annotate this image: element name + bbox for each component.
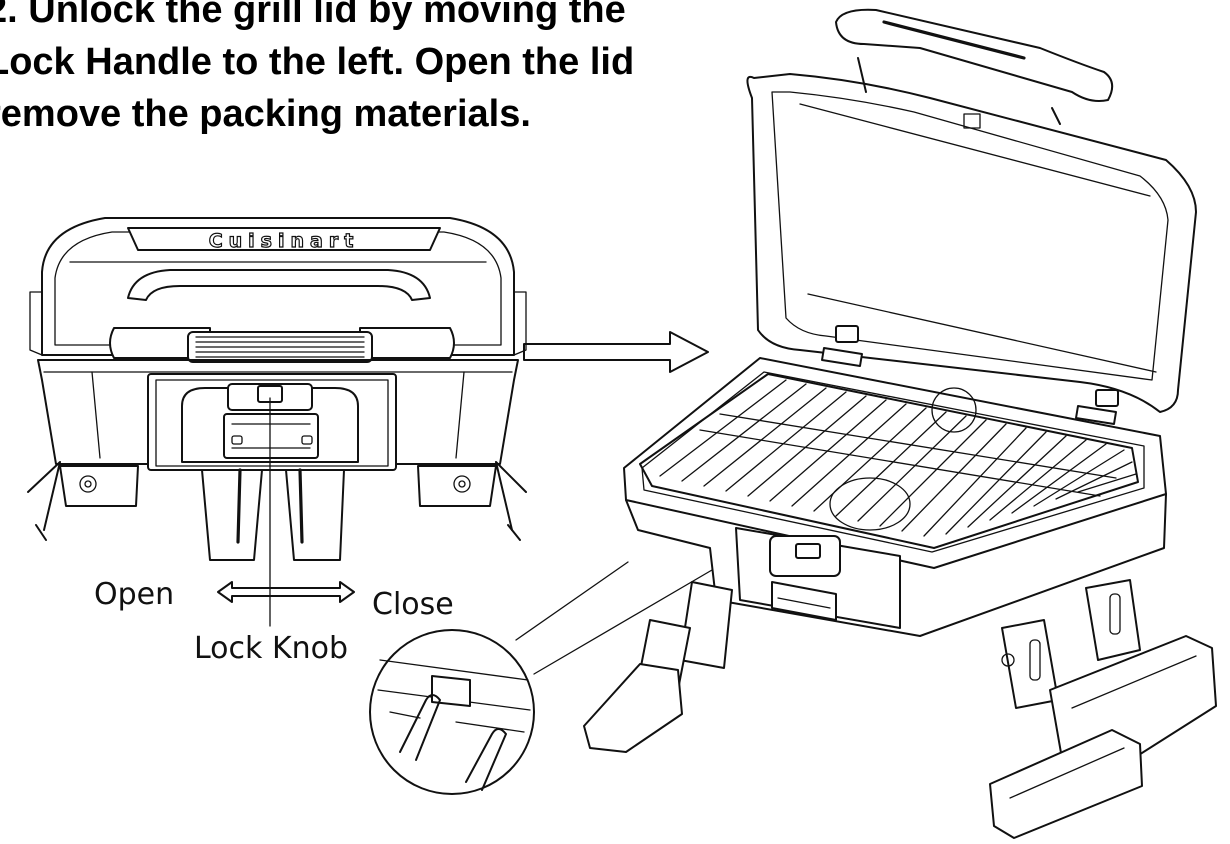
instruction-line-3: remove the packing materials.	[0, 93, 531, 135]
instruction-line-2: Lock Handle to the left. Open the lid	[0, 41, 635, 83]
instruction-line-1: 2. Unlock the grill lid by moving the	[0, 0, 626, 31]
transition-arrow	[523, 331, 709, 373]
open-label: Open	[94, 577, 174, 612]
brand-logo-label: Cuisinart	[209, 230, 360, 252]
closed-grill-front-view: Cuisinart	[27, 217, 527, 627]
detail-magnifier	[369, 561, 713, 795]
instruction-text: 2. Unlock the grill lid by moving the Lo…	[0, 0, 634, 140]
close-label: Close	[372, 587, 454, 622]
lock-knob-label: Lock Knob	[194, 631, 348, 666]
open-grill-view	[583, 8, 1217, 839]
open-close-arrow	[217, 581, 355, 603]
